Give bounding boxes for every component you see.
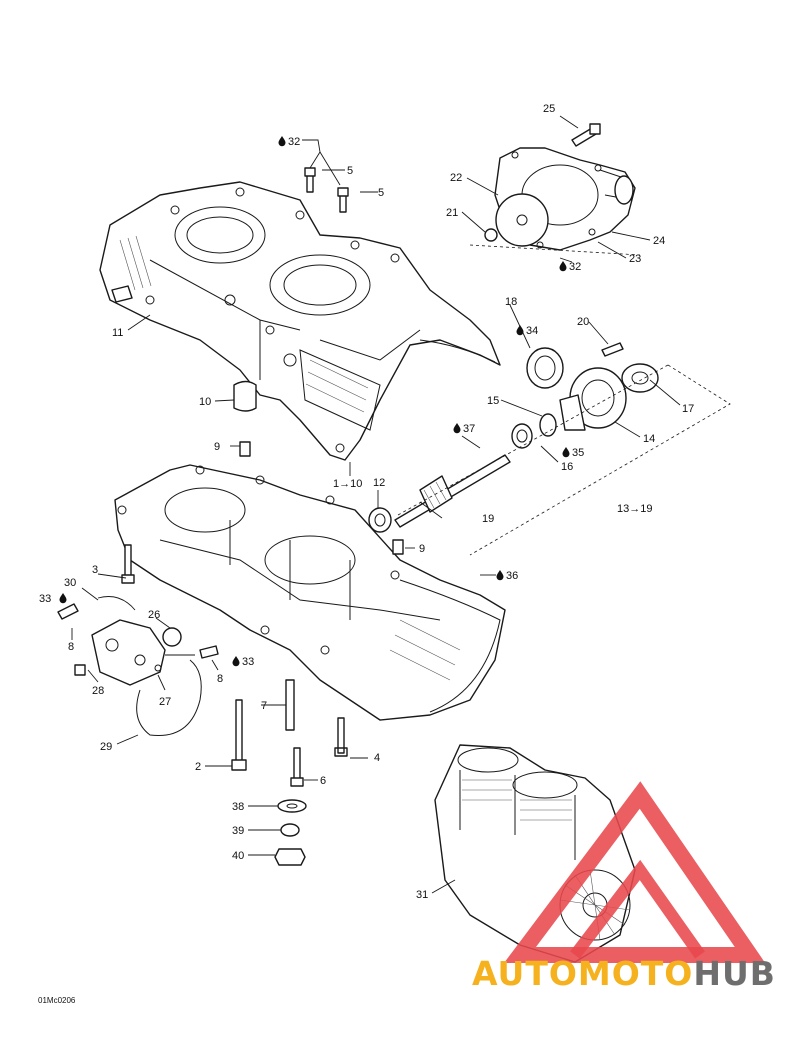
callout-31: 31 bbox=[416, 889, 428, 901]
callout-35: 35 bbox=[572, 447, 584, 459]
bearing-part-16 bbox=[511, 423, 533, 449]
callout-36: 36 bbox=[506, 570, 518, 582]
bolts-part-5 bbox=[304, 167, 349, 213]
washer-part-38 bbox=[277, 799, 307, 813]
leader-lines bbox=[71, 115, 681, 894]
drop-icon bbox=[496, 570, 504, 581]
callout-12: 12 bbox=[373, 477, 385, 489]
housing-part-14 bbox=[559, 367, 627, 431]
watermark-text: AUTOMOTOHUB bbox=[472, 954, 776, 993]
drop-icon bbox=[562, 447, 570, 458]
callout-13-19: 13→19 bbox=[617, 503, 652, 515]
bolt-part-6 bbox=[290, 747, 304, 787]
callout-33: 33 bbox=[242, 656, 254, 668]
callout-17: 17 bbox=[682, 403, 694, 415]
washer-part-39 bbox=[280, 823, 300, 837]
engine-assembly-part-31 bbox=[434, 744, 636, 963]
oring-part-21 bbox=[484, 228, 498, 242]
drop-icon bbox=[516, 325, 524, 336]
fitting-part-11 bbox=[111, 285, 133, 303]
callout-9: 9 bbox=[214, 441, 220, 453]
group-boundary-13-19 bbox=[397, 364, 731, 556]
drop-icon bbox=[232, 656, 240, 667]
callout-14: 14 bbox=[643, 433, 655, 445]
callout-26: 26 bbox=[148, 609, 160, 621]
drawing-code: 01Mc0206 bbox=[38, 996, 76, 1005]
dowel-part-9a bbox=[239, 441, 251, 457]
callout-20: 20 bbox=[577, 316, 589, 328]
callout-19: 19 bbox=[482, 513, 494, 525]
seal-part-18 bbox=[526, 347, 564, 389]
callout-29: 29 bbox=[100, 741, 112, 753]
callout-labels: 25 32 5 5 22 21 24 23 32 11 18 34 20 10 … bbox=[39, 103, 694, 901]
cap-part-17 bbox=[621, 363, 659, 393]
lower-crankcase bbox=[114, 464, 506, 721]
drop-icon bbox=[453, 423, 461, 434]
nut-part-40 bbox=[274, 848, 306, 866]
callout-7: 7 bbox=[261, 700, 267, 712]
callout-15: 15 bbox=[487, 395, 499, 407]
callout-1-10: 1→10 bbox=[333, 478, 362, 490]
bearing-part-12 bbox=[368, 507, 392, 533]
callout-34: 34 bbox=[526, 325, 538, 337]
callout-21: 21 bbox=[446, 207, 458, 219]
callout-4: 4 bbox=[374, 752, 380, 764]
callout-33: 33 bbox=[39, 593, 51, 605]
callout-24: 24 bbox=[653, 235, 665, 247]
callout-5: 5 bbox=[378, 187, 384, 199]
callout-38: 38 bbox=[232, 801, 244, 813]
seal-part-10 bbox=[233, 380, 257, 412]
callout-25: 25 bbox=[543, 103, 555, 115]
callout-5: 5 bbox=[347, 165, 353, 177]
stud-part-7 bbox=[285, 679, 295, 731]
callout-8: 8 bbox=[68, 641, 74, 653]
callout-10: 10 bbox=[199, 396, 211, 408]
callout-28: 28 bbox=[92, 685, 104, 697]
callout-16: 16 bbox=[561, 461, 573, 473]
water-pump-housing bbox=[494, 147, 636, 251]
watermark-text-part1: AUTOMOTO bbox=[472, 954, 693, 993]
callout-39: 39 bbox=[232, 825, 244, 837]
callout-40: 40 bbox=[232, 850, 244, 862]
dowel-part-9b bbox=[392, 539, 404, 555]
callout-3: 3 bbox=[92, 564, 98, 576]
callout-32: 32 bbox=[288, 136, 300, 148]
drop-icon bbox=[59, 593, 67, 604]
callout-27: 27 bbox=[159, 696, 171, 708]
bolt-part-4 bbox=[334, 717, 348, 757]
drop-icon bbox=[278, 136, 286, 147]
upper-crankcase bbox=[99, 181, 501, 461]
drop-icon bbox=[559, 261, 567, 272]
callout-2: 2 bbox=[195, 761, 201, 773]
callout-30: 30 bbox=[64, 577, 76, 589]
callout-18: 18 bbox=[505, 296, 517, 308]
screw-part-20 bbox=[601, 342, 624, 357]
watermark-logo bbox=[504, 781, 766, 963]
screw-part-28 bbox=[74, 664, 86, 676]
callout-22: 22 bbox=[450, 172, 462, 184]
group-boundary-21-24 bbox=[469, 244, 641, 256]
bolt-part-2 bbox=[231, 699, 247, 771]
callout-9: 9 bbox=[419, 543, 425, 555]
screws-part-8 bbox=[57, 603, 219, 659]
callout-32: 32 bbox=[569, 261, 581, 273]
oil-pump-assembly bbox=[91, 596, 202, 737]
bolt-part-3 bbox=[121, 544, 135, 584]
callout-37: 37 bbox=[463, 423, 475, 435]
watermark-text-part2: HUB bbox=[693, 954, 776, 993]
callout-8: 8 bbox=[217, 673, 223, 685]
bearing-part-15 bbox=[539, 413, 557, 437]
callout-23: 23 bbox=[629, 253, 641, 265]
callout-11: 11 bbox=[112, 327, 123, 339]
callout-6: 6 bbox=[320, 775, 326, 787]
bolt-part-25 bbox=[571, 123, 601, 147]
